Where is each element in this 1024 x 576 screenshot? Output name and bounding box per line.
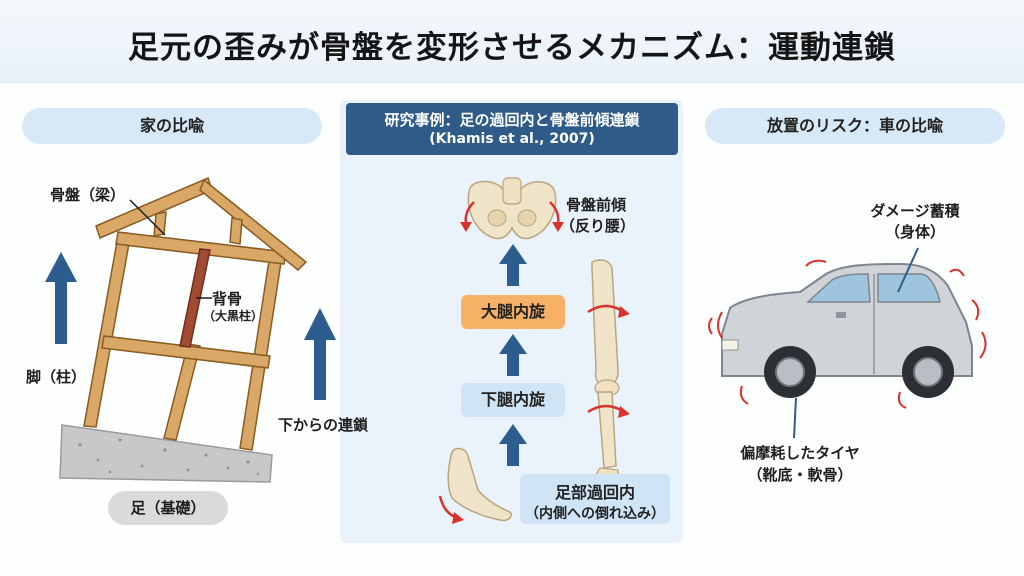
tibia-rotation-box: 下腿内旋	[461, 383, 565, 417]
damage-marks	[708, 259, 987, 409]
car-illustration	[708, 247, 987, 439]
foot-pronation-label: 足部過回内	[554, 483, 635, 502]
femur-rotation-box: 大腿内旋	[461, 295, 565, 329]
pelvis-bone	[460, 177, 564, 240]
pelvis-pointer	[129, 199, 166, 236]
car-metaphor-header: 放置のリスク：車の比喩	[705, 108, 1005, 144]
research-citation: (Khamis et al., 2007)	[429, 131, 595, 147]
foot-pronation-sub-label: （内側への倒れ込み）	[525, 506, 665, 522]
chain-up-arrow	[304, 308, 336, 400]
kinetic-chain-illustration	[438, 177, 630, 524]
house-metaphor-header: 家の比喩	[22, 108, 322, 144]
foot-bones	[438, 447, 512, 524]
leg-label: 脚（柱）	[26, 368, 87, 386]
spine-column	[179, 248, 211, 348]
worn-tire-sub-label: （靴底・軟骨）	[747, 466, 853, 484]
pelvic-tilt-sub-label: （反り腰）	[560, 217, 636, 235]
tire-pointer	[793, 397, 797, 439]
damage-sub-label: （身体）	[884, 223, 945, 241]
page-title: 足元の歪みが骨盤を変形させるメカニズム：運動連鎖	[128, 30, 896, 66]
foot-pronation-box: 足部過回内 （内側への倒れ込み）	[520, 474, 670, 524]
chain-label: 下からの連鎖	[278, 416, 369, 434]
pelvis-beam	[115, 231, 287, 265]
research-header: 研究事例：足の過回内と骨盤前傾連鎖 (Khamis et al., 2007)	[346, 103, 678, 155]
damage-label: ダメージ蓄積	[870, 202, 960, 220]
foundation-label: 足（基礎）	[108, 491, 228, 525]
pelvic-tilt-label: 骨盤前傾	[566, 196, 627, 214]
spine-sub-label: （大黒柱）	[203, 309, 264, 323]
house-right-post	[239, 253, 283, 451]
pelvis-beam-label: 骨盤（梁）	[50, 186, 126, 204]
title-band: 足元の歪みが骨盤を変形させるメカニズム：運動連鎖	[0, 0, 1024, 83]
house-illustration	[45, 176, 336, 483]
leg-bones	[587, 259, 630, 491]
spine-label: 背骨	[212, 290, 243, 308]
foundation-slab	[59, 424, 273, 483]
roof-right	[199, 178, 308, 272]
worn-tire-label: 偏摩耗したタイヤ	[740, 444, 860, 462]
damage-pointer	[897, 247, 919, 293]
house-left-post	[83, 235, 131, 428]
research-title: 研究事例：足の過回内と骨盤前傾連鎖	[384, 111, 640, 129]
leg-up-arrow	[45, 252, 77, 344]
chain-arrows	[499, 244, 527, 466]
house-middle-beam	[101, 335, 271, 369]
